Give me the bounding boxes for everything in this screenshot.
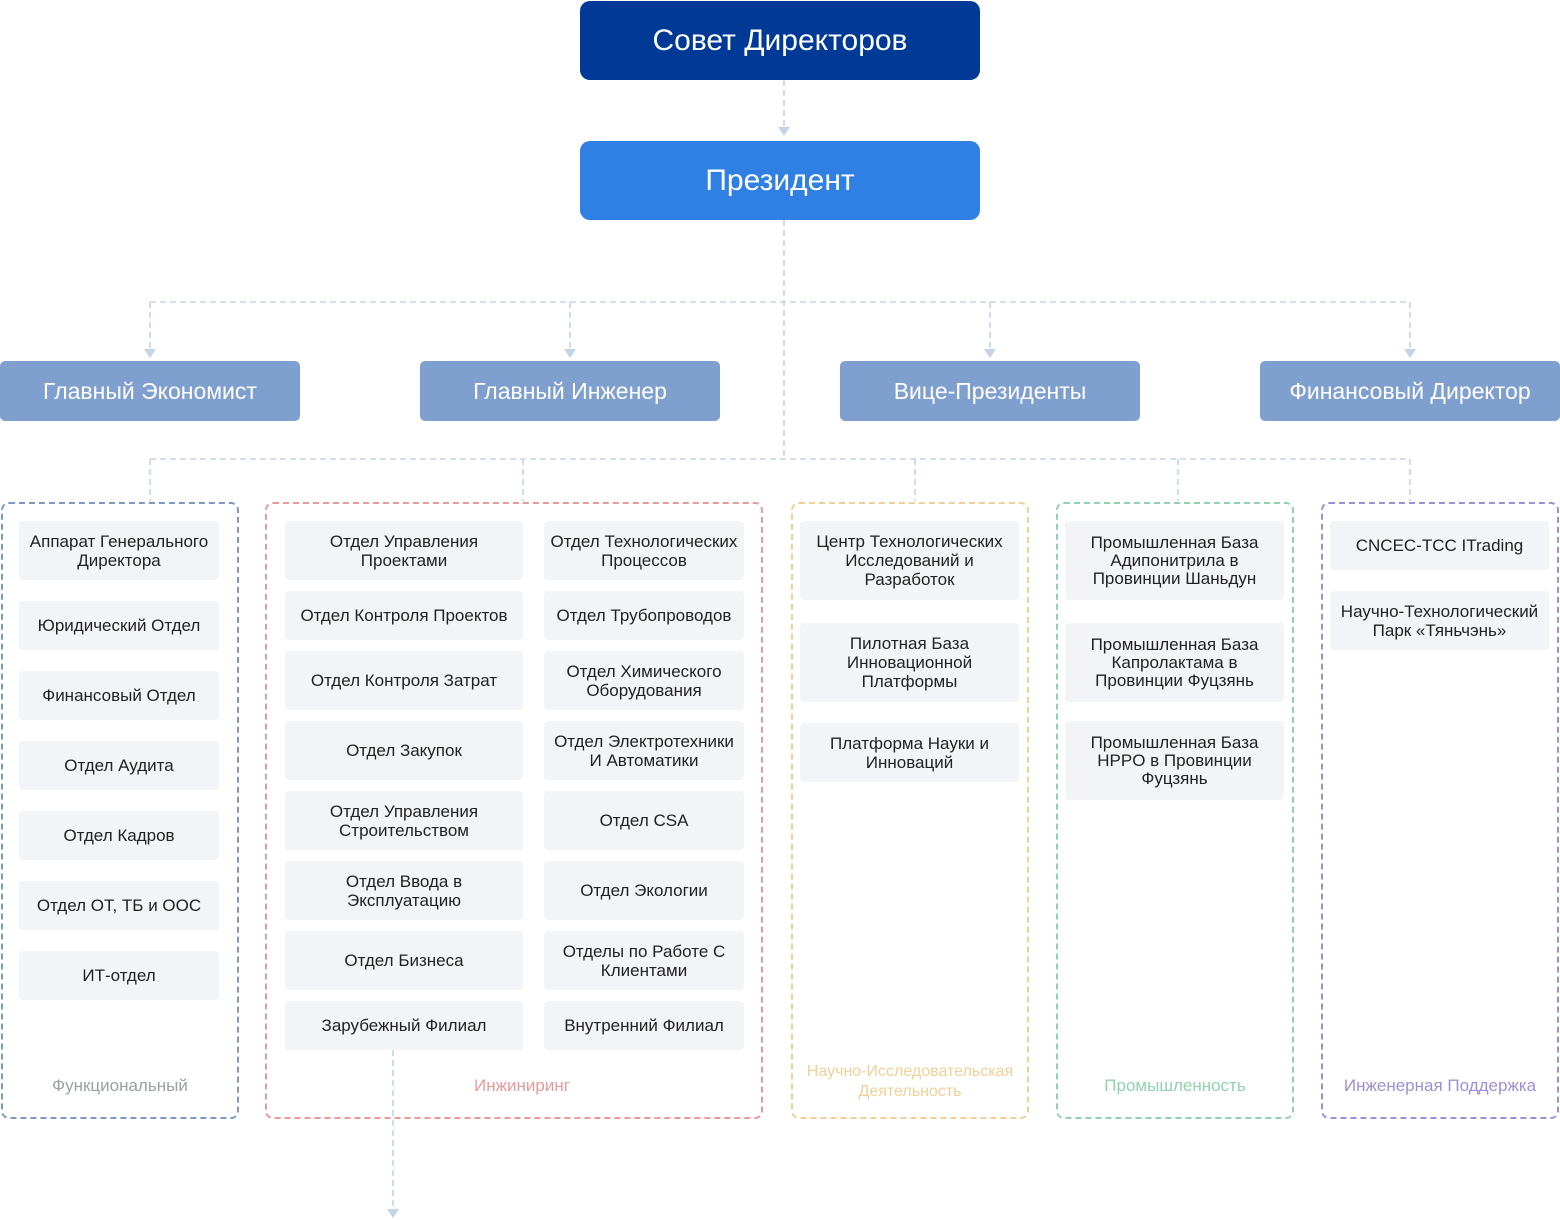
dept-label: Финансовый Отдел bbox=[42, 686, 196, 705]
arrow-icon bbox=[564, 349, 576, 358]
board-label: Совет Директоров bbox=[652, 23, 908, 57]
dept-label: Промышленная База Адипонитрила в Провинц… bbox=[1090, 532, 1259, 588]
dept-box: Промышленная База HPPO в Провинции Фуцзя… bbox=[1065, 721, 1284, 800]
dept-box: Центр Технологических Исследований и Раз… bbox=[800, 521, 1019, 600]
dept-label: Отдел CSA bbox=[599, 811, 689, 830]
dept-label: Отдел Трубопроводов bbox=[556, 606, 732, 625]
dept-box: Отдел Управления Проектами bbox=[285, 521, 523, 580]
dept-box: Зарубежный Филиал bbox=[285, 1001, 523, 1050]
dept-box: Научно-Технологический Парк «Тяньчэнь» bbox=[1330, 591, 1549, 650]
dept-box: Отдел Бизнеса bbox=[285, 931, 523, 990]
dept-label: Отдел Бизнеса bbox=[344, 951, 464, 970]
group-functional bbox=[1, 502, 239, 1119]
dept-label: Отдел Экологии bbox=[580, 881, 708, 900]
arrow-icon bbox=[984, 349, 996, 358]
dept-box: Внутренний Филиал bbox=[544, 1001, 744, 1050]
chief-economist-node: Главный Экономист bbox=[0, 361, 300, 421]
dept-label: Юридический Отдел bbox=[37, 616, 201, 635]
dept-label: Отдел Химического Оборудования bbox=[566, 661, 722, 700]
dept-label: Отделы по Работе С Клиентами bbox=[562, 941, 726, 980]
dept-label: Центр Технологических Исследований и Раз… bbox=[816, 532, 1003, 589]
dept-box: Промышленная База Адипонитрила в Провинц… bbox=[1065, 521, 1284, 600]
dept-label: Зарубежный Филиал bbox=[321, 1016, 487, 1035]
dept-box: Отделы по Работе С Клиентами bbox=[544, 931, 744, 990]
dept-label: Отдел Контроля Затрат bbox=[310, 671, 498, 690]
dept-label: Платформа Науки и Инноваций bbox=[830, 733, 989, 772]
dept-box: Промышленная База Капролактама в Провинц… bbox=[1065, 623, 1284, 702]
dept-box: Отдел ОТ, ТБ и ООС bbox=[19, 881, 219, 930]
dept-label: Отдел Закупок bbox=[346, 741, 462, 760]
dept-label: Отдел Контроля Проектов bbox=[300, 606, 508, 625]
dept-box: Аппарат Генерального Директора bbox=[19, 521, 219, 580]
dept-box: Отдел Технологических Процессов bbox=[544, 521, 744, 580]
dept-box: Отдел Экологии bbox=[544, 861, 744, 920]
dept-box: Отдел Управления Строительством bbox=[285, 791, 523, 850]
chief-engineer-node: Главный Инженер bbox=[420, 361, 720, 421]
dept-label: Отдел Управления Строительством bbox=[329, 801, 479, 840]
dept-box: Отдел Химического Оборудования bbox=[544, 651, 744, 710]
president-label: Президент bbox=[705, 163, 855, 197]
dept-box: Отдел Контроля Проектов bbox=[285, 591, 523, 640]
dept-box: Отдел Аудита bbox=[19, 741, 219, 790]
arrow-icon bbox=[387, 1209, 399, 1218]
dept-label: Отдел Кадров bbox=[63, 826, 175, 845]
group-label-support: Инженерная Поддержка bbox=[1343, 1076, 1537, 1095]
dept-box: Отдел CSA bbox=[544, 791, 744, 850]
arrow-icon bbox=[778, 127, 790, 136]
dept-box: Финансовый Отдел bbox=[19, 671, 219, 720]
dept-label: Отдел Ввода в Эксплуатацию bbox=[345, 871, 463, 910]
finance-director-node: Финансовый Директор bbox=[1260, 361, 1560, 421]
dept-label: Пилотная База Инновационной Платформы bbox=[846, 634, 973, 691]
dept-label: Отдел ОТ, ТБ и ООС bbox=[36, 896, 202, 915]
vice-presidents-node: Вице-Президенты bbox=[840, 361, 1140, 421]
group-industry bbox=[1056, 502, 1294, 1119]
dept-box: Отдел Закупок bbox=[285, 721, 523, 780]
dept-label: Аппарат Генерального Директора bbox=[29, 531, 209, 570]
dept-box: Юридический Отдел bbox=[19, 601, 219, 650]
dept-label: Промышленная База Капролактама в Провинц… bbox=[1090, 634, 1259, 690]
dept-box: Отдел Кадров bbox=[19, 811, 219, 860]
arrow-icon bbox=[144, 349, 156, 358]
group-label-functional: Функциональный bbox=[52, 1076, 188, 1095]
dept-box: Отдел Трубопроводов bbox=[544, 591, 744, 640]
dept-box: ИТ-отдел bbox=[19, 951, 219, 1000]
dept-box: Отдел Контроля Затрат bbox=[285, 651, 523, 710]
dept-box: Платформа Науки и Инноваций bbox=[800, 723, 1019, 782]
dept-label: Промышленная База HPPO в Провинции Фуцзя… bbox=[1090, 732, 1259, 788]
dept-box: Отдел Электротехники И Автоматики bbox=[544, 721, 744, 780]
dept-label: Отдел Управления Проектами bbox=[329, 531, 479, 570]
group-label-engineering: Инжиниринг bbox=[474, 1076, 570, 1095]
president-node: Президент bbox=[580, 141, 980, 220]
group-support bbox=[1321, 502, 1559, 1119]
dept-label: Отдел Электротехники И Автоматики bbox=[554, 731, 734, 770]
group-engineering bbox=[265, 502, 763, 1119]
dept-label: Отдел Аудита bbox=[64, 756, 174, 775]
finance-director-label: Финансовый Директор bbox=[1289, 377, 1531, 404]
group-label-research: Научно-Исследовательская Деятельность bbox=[806, 1063, 1014, 1100]
group-research bbox=[791, 502, 1029, 1119]
chief-engineer-label: Главный Инженер bbox=[473, 377, 667, 404]
dept-label: Отдел Технологических Процессов bbox=[550, 531, 738, 570]
vice-presidents-label: Вице-Президенты bbox=[893, 377, 1087, 404]
dept-label: ИТ-отдел bbox=[82, 966, 156, 985]
chief-economist-label: Главный Экономист bbox=[43, 377, 257, 404]
dept-box: Пилотная База Инновационной Платформы bbox=[800, 623, 1019, 702]
dept-label: CNCEC-TCC ITrading bbox=[1355, 536, 1524, 555]
group-label-industry: Промышленность bbox=[1104, 1076, 1246, 1095]
dept-label: Научно-Технологический Парк «Тяньчэнь» bbox=[1340, 601, 1539, 640]
dept-box: CNCEC-TCC ITrading bbox=[1330, 521, 1549, 570]
dept-box: Отдел Ввода в Эксплуатацию bbox=[285, 861, 523, 920]
board-of-directors-node: Совет Директоров bbox=[580, 1, 980, 80]
arrow-icon bbox=[1404, 349, 1416, 358]
dept-label: Внутренний Филиал bbox=[564, 1016, 724, 1035]
